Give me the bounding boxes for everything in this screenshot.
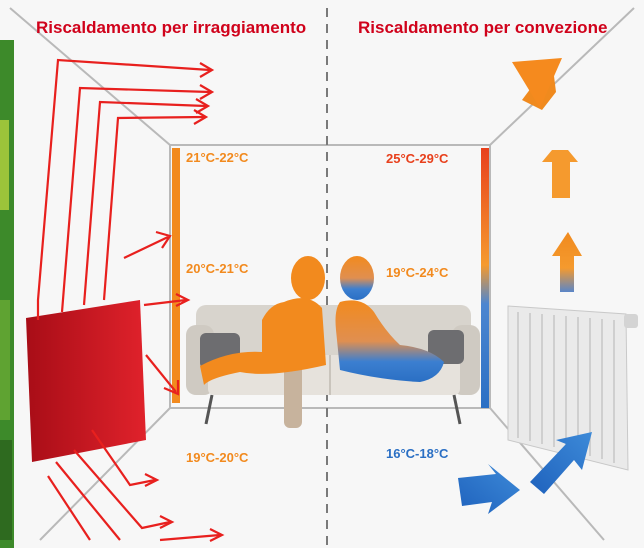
left-temp-mid: 20°C-21°C [186, 261, 249, 276]
person-silhouette-left-icon [200, 256, 326, 385]
convection-arrow-top-head [512, 58, 562, 108]
radiant-heat-arrows [36, 58, 225, 542]
convection-radiator-icon [507, 305, 638, 471]
convection-arrow-blue-1-icon [458, 464, 520, 514]
right-temp-bottom: 16°C-18°C [386, 446, 449, 461]
left-temp-bottom: 19°C-20°C [186, 450, 249, 465]
left-temp-top: 21°C-22°C [186, 150, 249, 165]
convection-arrow-blue-2-icon [530, 432, 592, 494]
right-temp-mid: 19°C-24°C [386, 265, 449, 280]
right-title: Riscaldamento per convezione [358, 18, 608, 37]
right-temp-top: 25°C-29°C [386, 151, 449, 166]
convection-arrow-mid-icon [542, 150, 578, 198]
foliage-edge [0, 40, 14, 548]
radiant-heater-panel-icon [26, 300, 146, 462]
left-temperature-bar [172, 148, 180, 403]
convection-arrow-low-icon [552, 232, 582, 292]
right-temperature-bar [481, 148, 489, 408]
left-title: Riscaldamento per irraggiamento [36, 18, 307, 37]
person-silhouette-right-icon [335, 256, 444, 382]
